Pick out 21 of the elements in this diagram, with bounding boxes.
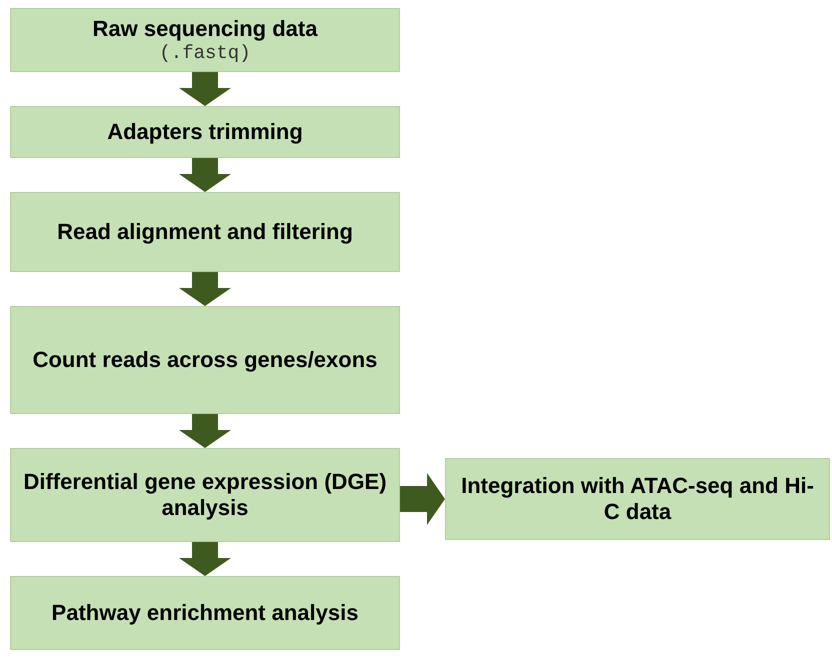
process-box [445,458,830,540]
step-title: Differential gene expression (DGE) analysis [23,469,387,521]
step-title: Pathway enrichment analysis [52,600,358,626]
step-title: Count reads across genes/exons [32,347,378,373]
step-title: Integration with ATAC-seq and Hi-C data [460,473,815,525]
process-box [10,192,400,272]
block-arrow [179,158,231,192]
block-arrow [179,542,231,576]
step-title: Adapters trimming [107,119,303,145]
block-arrow [400,473,445,525]
step-title: Read alignment and filtering [57,219,353,245]
block-arrow [179,72,231,106]
block-arrow [179,414,231,448]
process-box [10,576,400,650]
process-box [10,448,400,542]
step-title: Raw sequencing data [92,16,318,42]
process-box [10,8,400,72]
file-extension: (.fastq) [159,42,251,64]
process-box [10,306,400,414]
block-arrow [179,272,231,306]
process-box [10,106,400,158]
